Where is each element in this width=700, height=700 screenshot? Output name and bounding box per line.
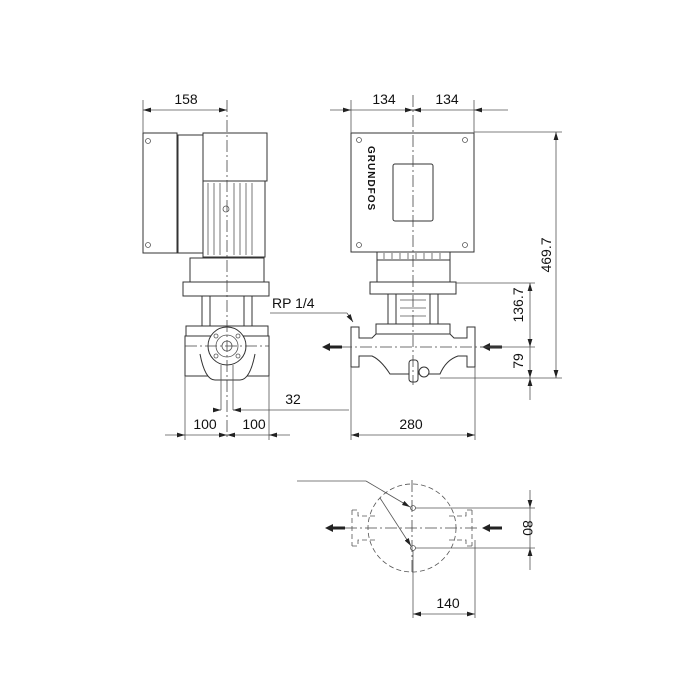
- display-window: [392, 163, 434, 222]
- foot-inlet-arrow-icon: [482, 524, 502, 532]
- dim-port-to-port: 280: [399, 416, 423, 432]
- brand-logo: GRUNDFOS: [365, 146, 376, 211]
- dim-side-width: 158: [174, 91, 198, 107]
- dim-pump-height: 136.7: [510, 287, 526, 322]
- pressure-port-label: RP 1/4: [272, 295, 315, 311]
- dim-foot-distance: 140: [436, 595, 460, 611]
- dim-front-half-left: 134: [372, 91, 396, 107]
- dim-base-right: 100: [242, 416, 266, 432]
- dim-axis-height: 79: [510, 353, 526, 369]
- dim-total-height: 469.7: [538, 237, 554, 272]
- dimension-lines: [142, 100, 562, 440]
- foot-outlet-arrow-icon: [325, 524, 345, 532]
- dim-base-left: 100: [193, 416, 217, 432]
- dim-offset: 32: [285, 391, 301, 407]
- front-view: GRUNDFOS: [322, 95, 502, 385]
- dim-front-half-right: 134: [435, 91, 459, 107]
- foot-view: [297, 480, 535, 618]
- side-view: [142, 100, 270, 440]
- outlet-flow-arrow-icon: [322, 343, 342, 351]
- dim-foot-spacing: 80: [520, 520, 536, 536]
